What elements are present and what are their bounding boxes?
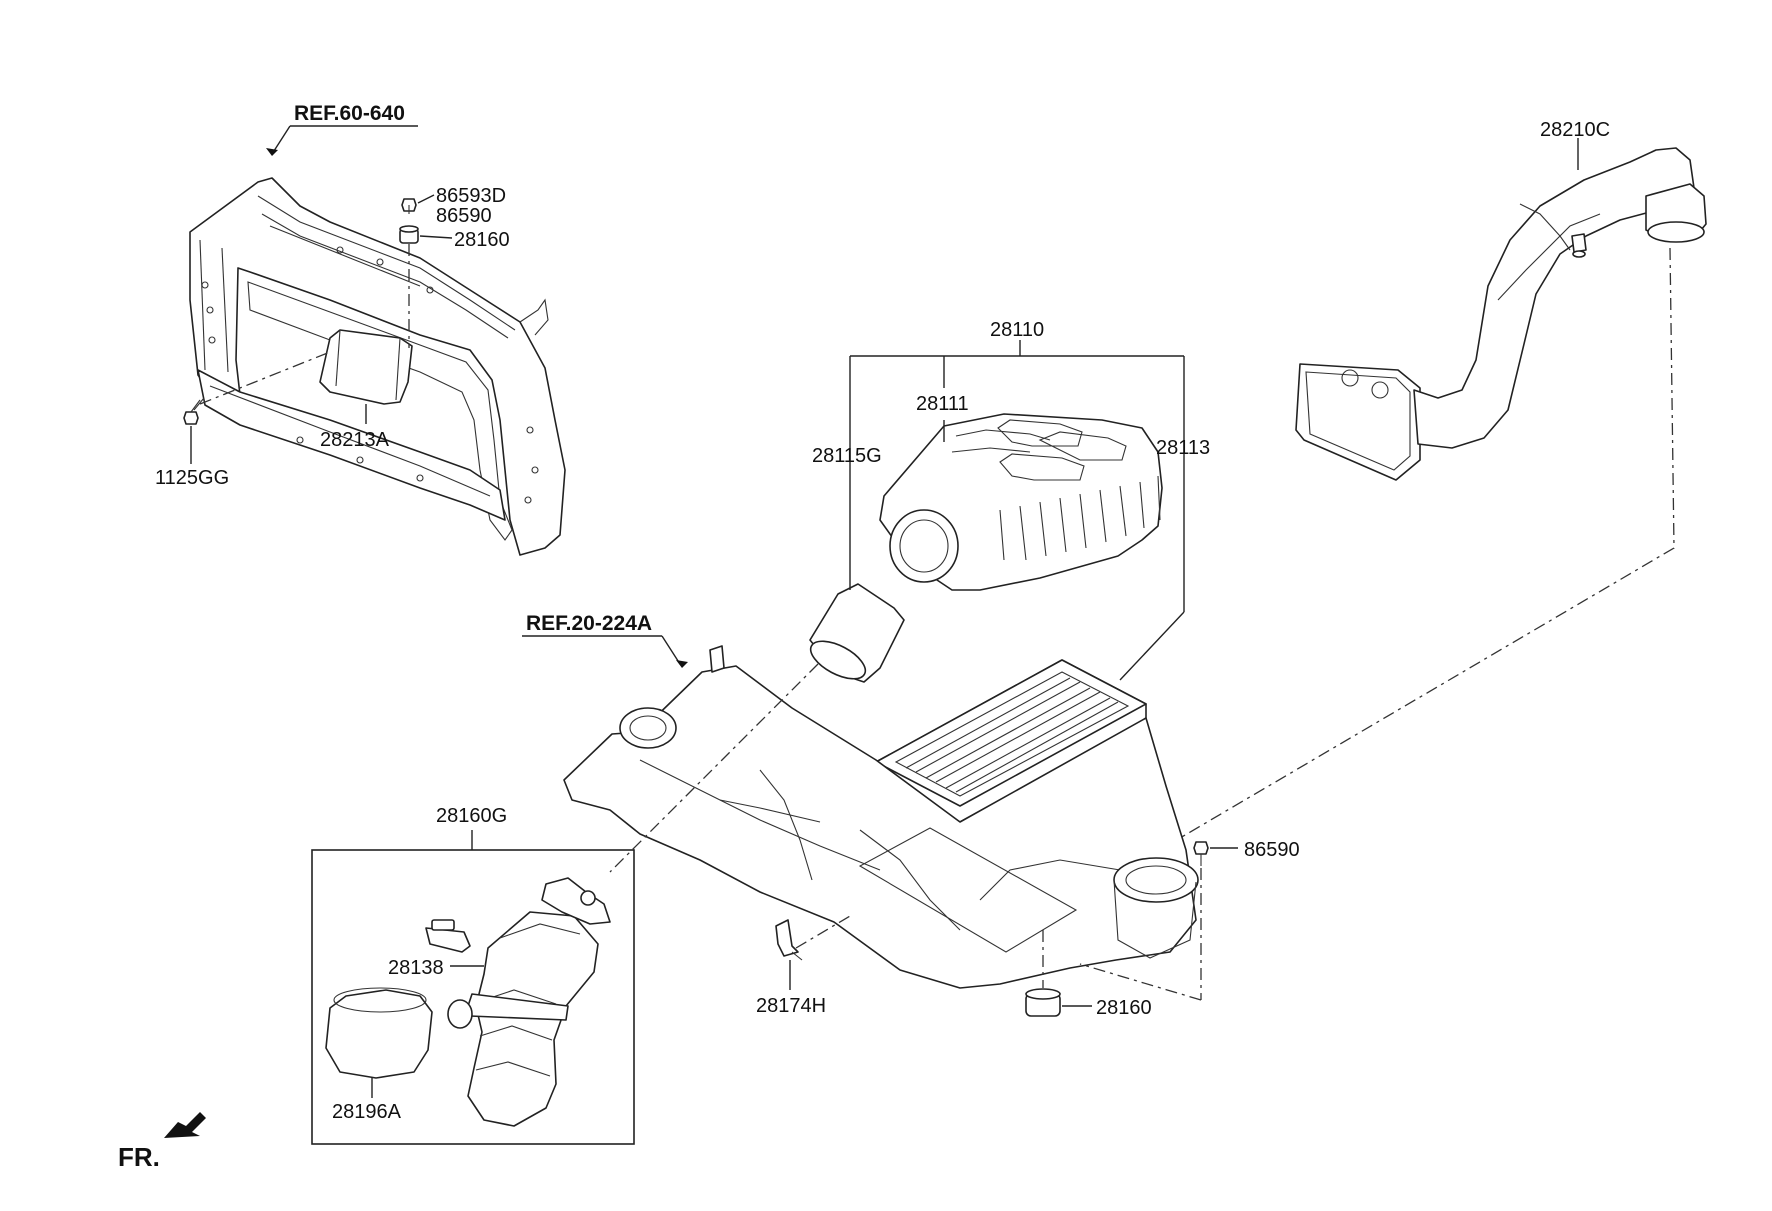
label-28115G: 28115G: [812, 445, 882, 467]
cap-28196A: [325, 987, 433, 1079]
air-cleaner-cover-28111: [879, 413, 1163, 591]
label-28160G: 28160G: [436, 805, 507, 827]
label-86593D: 86593D: [436, 185, 506, 207]
bolt-86590-right: [1193, 841, 1209, 866]
clip-28174H: [775, 919, 803, 961]
label-28213A: 28213A: [320, 429, 390, 451]
bolt-1125GG: [183, 397, 205, 425]
label-28160-bottom: 28160: [1096, 997, 1152, 1019]
label-28196A: 28196A: [332, 1101, 402, 1123]
ref-label-intake: REF.20-224A: [526, 612, 652, 635]
label-28110: 28110: [990, 319, 1044, 341]
label-28210C: 28210C: [1540, 119, 1610, 141]
label-28111: 28111: [916, 393, 969, 415]
label-28138: 28138: [388, 957, 444, 979]
part-labels: REF.60-640 86593D 86590 28160 1125GG 282…: [118, 102, 1610, 1172]
label-28113: 28113: [1156, 437, 1210, 459]
label-28160-top: 28160: [454, 229, 510, 251]
ref-label-radiator-support: REF.60-640: [294, 102, 405, 125]
intake-hose-28138: [425, 877, 611, 1127]
grommet-28160-bottom: [1025, 988, 1061, 1017]
grommet-28160-top: [399, 225, 419, 244]
resonator-28115G: [809, 583, 905, 683]
label-86590-right: 86590: [1244, 839, 1300, 861]
label-1125GG: 1125GG: [155, 467, 229, 489]
leader-lines: [190, 125, 1579, 1098]
air-filter-28113: [875, 659, 1147, 823]
label-28174H: 28174H: [756, 995, 826, 1017]
front-arrow-icon: [164, 1112, 206, 1138]
air-cleaner-lower-body: [563, 645, 1199, 989]
bolt-86593D: [401, 198, 417, 214]
air-guide-28213A: [319, 329, 413, 405]
hose-kit-box-28160G: [311, 849, 635, 1145]
front-direction-label: FR.: [118, 1142, 160, 1172]
label-86590-top: 86590: [436, 205, 492, 227]
air-duct-28210C: [1295, 147, 1707, 481]
